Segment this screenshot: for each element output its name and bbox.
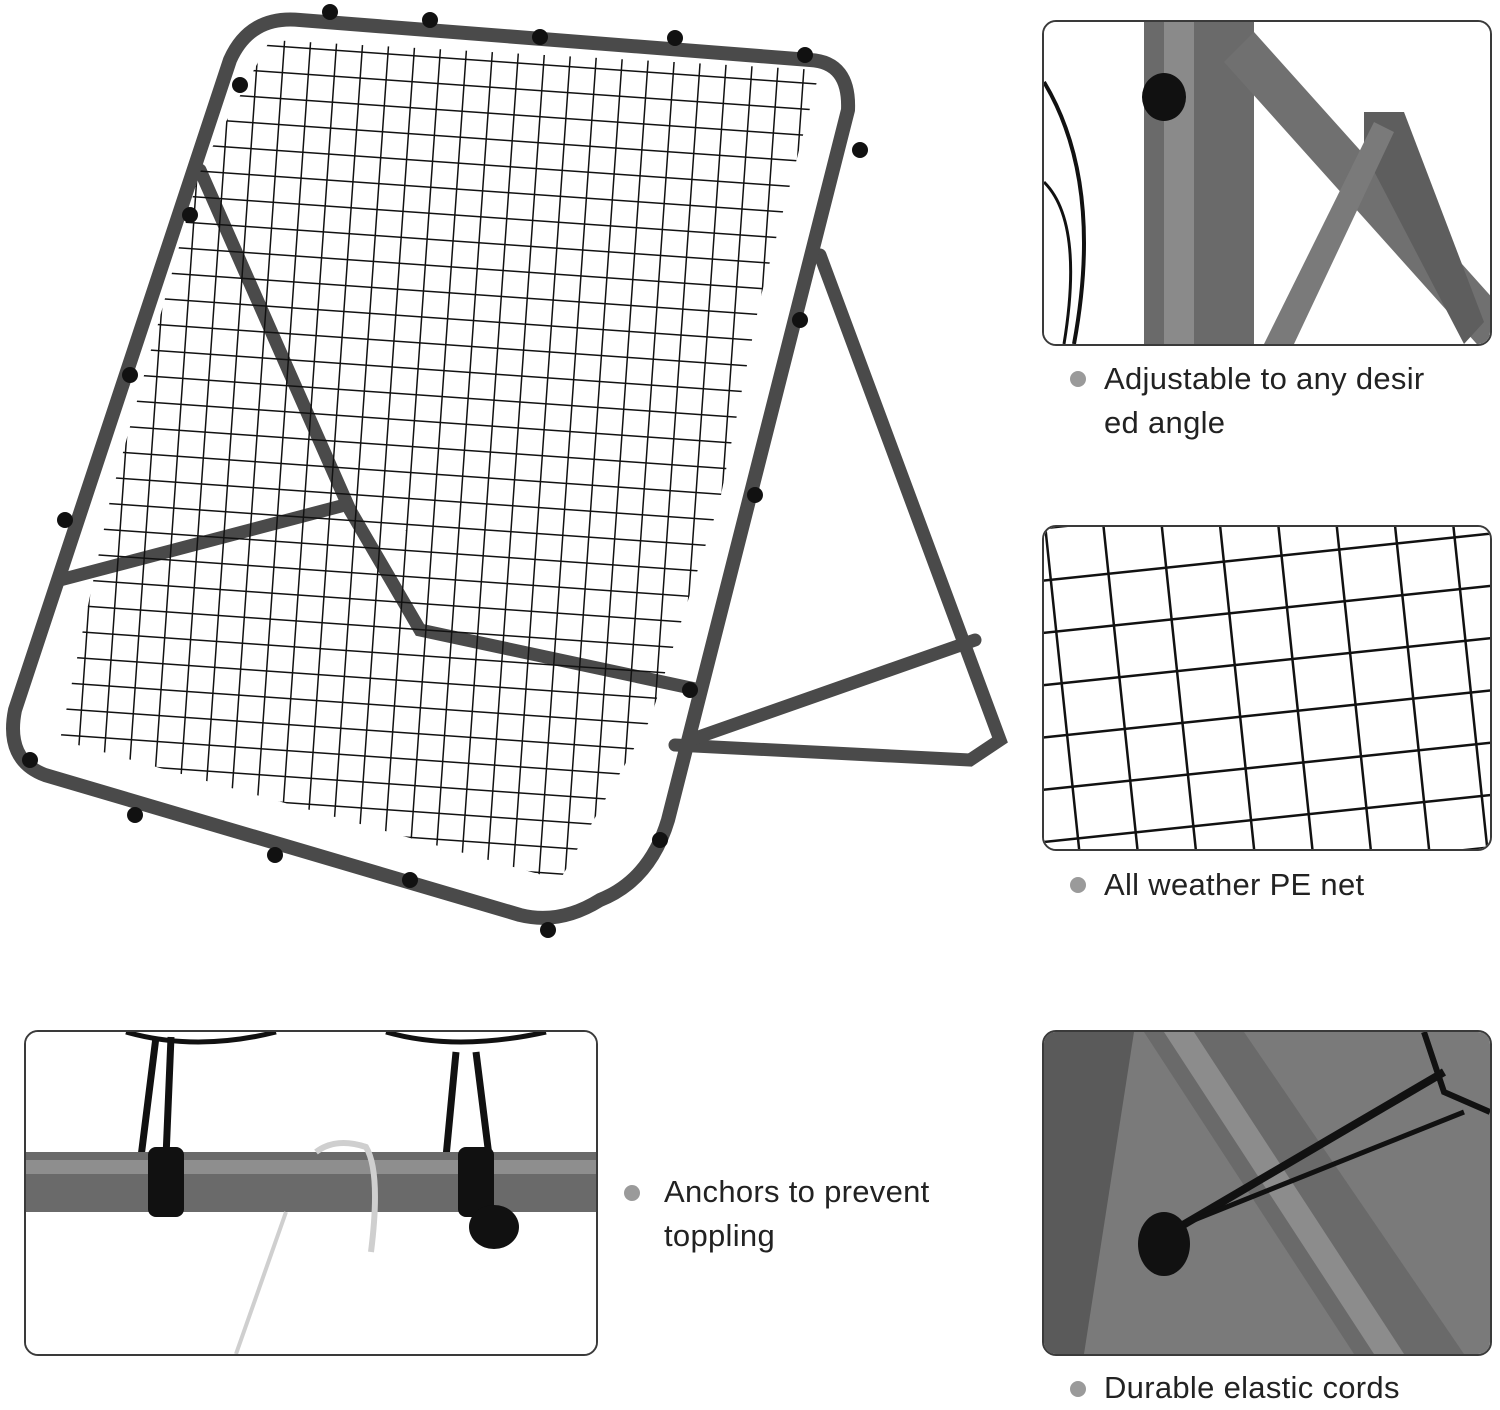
bullet-icon [1070, 877, 1086, 893]
rebounder-net-illustration [6, 4, 1008, 938]
caption-line: Adjustable to any desir [1104, 361, 1425, 396]
caption-line: Durable elastic cords [1104, 1370, 1400, 1405]
angle-closeup-panel [1042, 20, 1492, 346]
net-mesh [60, 40, 820, 880]
caption-line: toppling [664, 1218, 775, 1253]
caption-line: ed angle [1104, 405, 1226, 440]
caption-line: Anchors to prevent [664, 1174, 930, 1209]
feature-caption-angle: Adjustable to any desir ed angle [1104, 357, 1494, 445]
bullet-icon [1070, 1381, 1086, 1397]
bullet-icon [1070, 371, 1086, 387]
anchors-closeup-panel [24, 1030, 598, 1356]
frame [6, 12, 856, 925]
cord-anchors [22, 4, 868, 938]
cords-closeup-panel [1042, 1030, 1492, 1356]
feature-caption-cords: Durable elastic cords [1104, 1366, 1494, 1410]
feature-caption-net: All weather PE net [1104, 863, 1494, 907]
caption-line: All weather PE net [1104, 867, 1365, 902]
net-closeup-panel [1042, 525, 1492, 851]
bullet-icon [624, 1185, 640, 1201]
feature-caption-anchors: Anchors to prevent toppling [664, 1170, 994, 1258]
